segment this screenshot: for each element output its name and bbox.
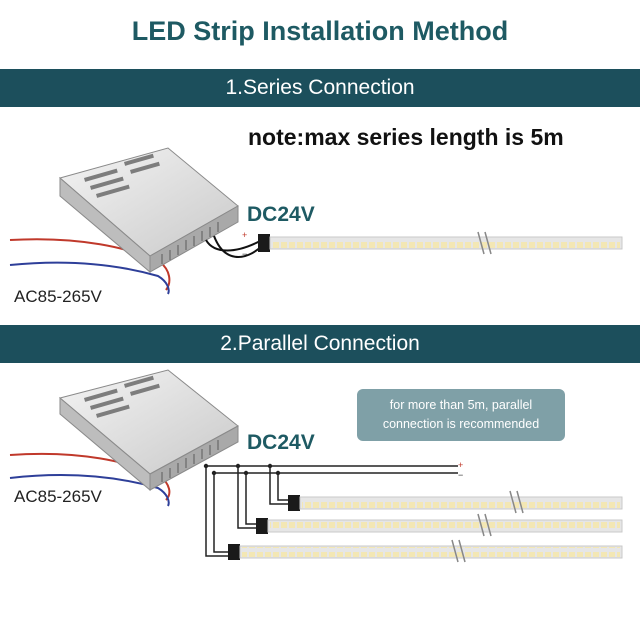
power-supply-1	[58, 147, 239, 274]
strip-connector-2b	[256, 518, 268, 534]
parallel-callout: for more than 5m, parallel connection is…	[357, 389, 565, 441]
led-strip-2c-leds	[242, 547, 620, 557]
minus-sign-1: −	[242, 249, 247, 259]
power-supply-2	[58, 369, 239, 492]
led-strip-1-leds	[272, 238, 620, 248]
ac-wire-blue-1	[9, 261, 170, 295]
strip-connector-1	[258, 234, 270, 252]
ac-voltage-label-series: AC85-265V	[14, 287, 102, 306]
led-strip-2b-leds	[270, 521, 620, 531]
section-heading-series: 1.Series Connection	[0, 69, 640, 107]
parallel-bus-wires	[205, 465, 458, 557]
plus-sign-1: +	[242, 230, 247, 240]
series-note: note:max series length is 5m	[248, 124, 564, 150]
strip-connector-2c	[228, 544, 240, 560]
callout-line-2: connection is recommended	[382, 417, 540, 431]
strip-break-2b	[477, 513, 492, 537]
plus-sign-2: +	[458, 460, 463, 470]
minus-sign-2: −	[458, 470, 463, 480]
led-strip-2a-leds	[302, 498, 620, 508]
callout-line-1: for more than 5m, parallel	[389, 398, 533, 412]
strip-break-2c	[451, 539, 466, 563]
strip-break-2a	[509, 490, 524, 514]
strip-break-1	[477, 231, 492, 255]
section-heading-parallel: 2.Parallel Connection	[0, 325, 640, 363]
strip-connector-2a	[288, 495, 300, 511]
dc-voltage-label-parallel: DC24V	[247, 431, 315, 454]
page-title: LED Strip Installation Method	[131, 16, 509, 46]
dc-wire-1b	[213, 235, 263, 258]
dc-voltage-label-series: DC24V	[247, 203, 315, 226]
dc-wire-1a	[205, 239, 263, 252]
ac-voltage-label-parallel: AC85-265V	[14, 487, 102, 506]
